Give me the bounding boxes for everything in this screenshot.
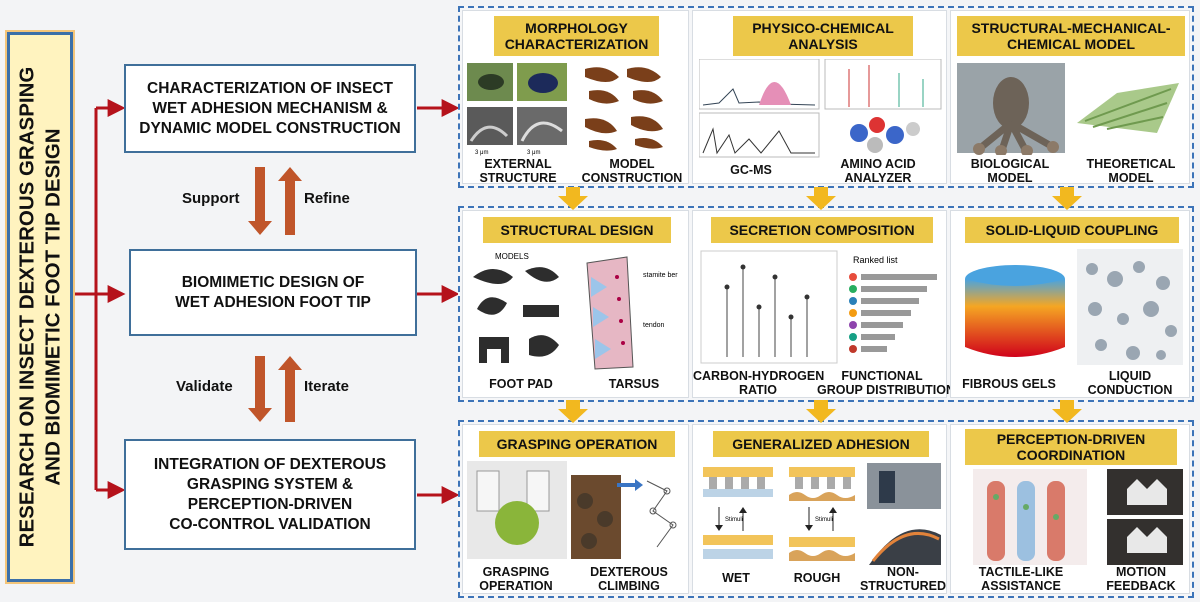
grasping-operation-images	[467, 461, 677, 559]
stage-1-line: WET ADHESION MECHANISM &	[152, 99, 388, 117]
generalized-adhesion-images: Stimuli Stimuli	[703, 463, 941, 565]
flow-arrow-down	[1052, 187, 1082, 210]
left-branch-connector	[73, 99, 126, 499]
models-label: MODELS	[495, 252, 529, 261]
iterate-label: Iterate	[304, 378, 350, 395]
group-solid-liquid-coupling: SOLID-LIQUID COUPLING FIBROUS GELS LIQUI…	[950, 210, 1190, 398]
group-title: GENERALIZED ADHESION	[713, 431, 929, 457]
stage-to-row-arrows	[417, 99, 460, 504]
stage-3-line: PERCEPTION-DRIVEN	[187, 495, 353, 513]
caption-wet: WET	[722, 571, 750, 585]
group-structural-model: STRUCTURAL-MECHANICAL-CHEMICAL MODEL BIO…	[950, 10, 1190, 185]
flow-arrow-down	[558, 187, 588, 210]
stage-1-line: CHARACTERIZATION OF INSECT	[147, 79, 393, 97]
caption-foot-pad: FOOT PAD	[489, 377, 553, 391]
flow-arrow-down	[806, 400, 836, 423]
caption-rough: ROUGH	[793, 571, 841, 585]
validate-arrow	[248, 356, 272, 422]
secretion-composition-charts: Ranked list	[700, 250, 937, 364]
stage-characterization: CHARACTERIZATION OF INSECT WET ADHESION …	[124, 64, 416, 153]
refine-arrow	[278, 167, 302, 235]
stage-biomimetic-design: BIOMIMETIC DESIGN OF WET ADHESION FOOT T…	[129, 249, 417, 336]
stage-2-line: WET ADHESION FOOT TIP	[175, 293, 371, 311]
group-structural-design: STRUCTURAL DESIGN MODELS stamite ber ten…	[462, 210, 689, 398]
flow-arrow-down	[806, 187, 836, 210]
validate-label: Validate	[176, 378, 233, 395]
group-title: SECRETION COMPOSITION	[711, 217, 933, 243]
structural-design-images: MODELS stamite ber tendon	[473, 252, 678, 370]
flow-arrow-down	[558, 400, 588, 423]
stage-2-line: BIOMIMETIC DESIGN OF	[181, 273, 365, 291]
stage-3-line: CO-CONTROL VALIDATION	[169, 515, 371, 533]
stage-3-line: INTEGRATION OF DEXTEROUS	[153, 455, 387, 473]
group-title: STRUCTURAL-MECHANICAL-CHEMICAL MODEL	[957, 16, 1185, 56]
stage-3-line: GRASPING SYSTEM &	[186, 475, 354, 493]
group-generalized-adhesion: GENERALIZED ADHESION Stimuli Stimuli WET…	[692, 424, 947, 594]
research-title-box: RESEARCH ON INSECT DEXTEROUS GRASPING AN…	[7, 32, 73, 582]
caption-tarsus: TARSUS	[608, 377, 660, 391]
tendon-label: tendon	[643, 322, 665, 329]
solid-liquid-coupling-images	[965, 249, 1183, 365]
iterate-arrow	[278, 356, 302, 422]
caption-non-structured: NON-STRUCTURED	[859, 565, 947, 593]
stamite-ber-label: stamite ber	[643, 272, 678, 279]
stimuli-label: Stimuli	[725, 517, 743, 523]
group-title: SOLID-LIQUID COUPLING	[965, 217, 1179, 243]
caption-gc-ms: GC-MS	[730, 163, 772, 177]
refine-label: Refine	[304, 190, 350, 207]
perception-driven-images	[973, 469, 1183, 565]
stimuli-label: Stimuli	[815, 517, 833, 523]
support-arrow	[248, 167, 272, 235]
structural-model-images	[957, 63, 1179, 155]
caption-fibrous-gels: FIBROUS GELS	[962, 377, 1056, 391]
physico-chemical-charts	[699, 59, 942, 158]
stage-1-line: DYNAMIC MODEL CONSTRUCTION	[139, 119, 401, 137]
stage-integration: INTEGRATION OF DEXTEROUS GRASPING SYSTEM…	[124, 439, 416, 550]
group-title: GRASPING OPERATION	[479, 431, 675, 457]
group-secretion-composition: SECRETION COMPOSITION Ranked list CARBON…	[692, 210, 955, 398]
ranked-list-label: Ranked list	[853, 255, 898, 265]
scale-bar-label: 3 μm	[475, 150, 488, 156]
group-title: STRUCTURAL DESIGN	[483, 217, 671, 243]
morphology-images: 3 μm 3 μm	[467, 63, 663, 156]
support-label: Support	[182, 190, 240, 207]
scale-bar-label: 3 μm	[527, 150, 540, 156]
flow-arrow-down	[1052, 400, 1082, 423]
